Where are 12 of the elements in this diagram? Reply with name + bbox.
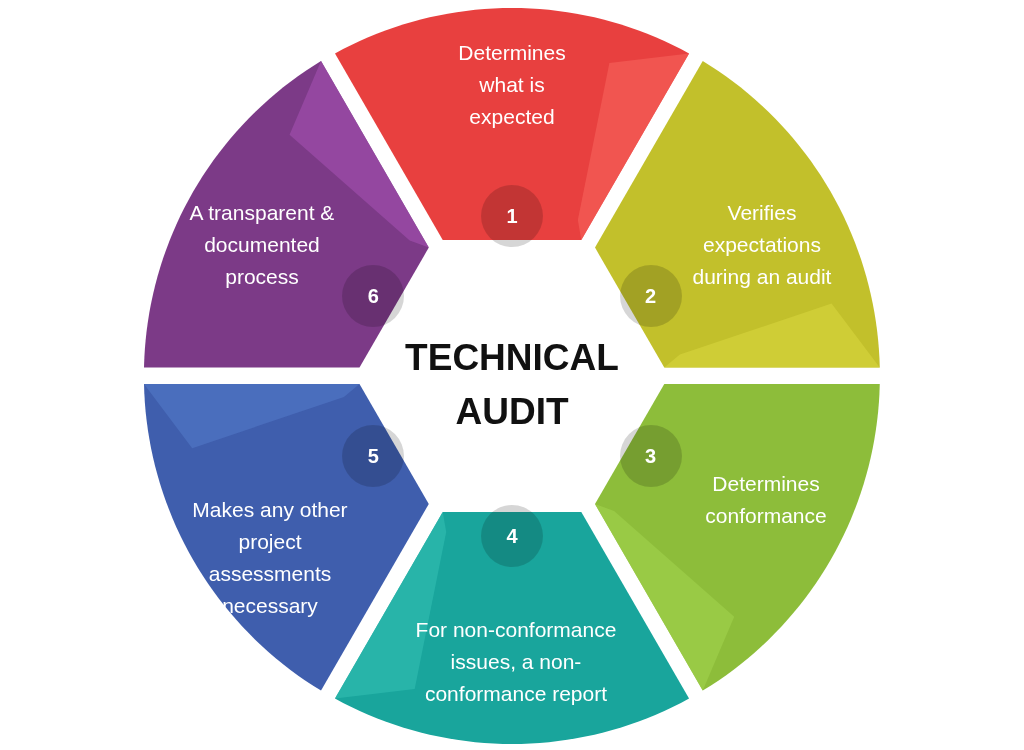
step-number-badge: 6 <box>342 265 405 327</box>
step-number-badge: 2 <box>619 265 682 327</box>
segment-text: Determines what is expected <box>457 40 567 130</box>
step-number-badge: 5 <box>342 425 405 487</box>
segment-text: A transparent & documented process <box>188 200 336 290</box>
step-number-badge: 1 <box>481 185 543 247</box>
segment-text: Verifies expectations during an audit <box>691 200 833 290</box>
segment-text: For non-conformance issues, a non-conformance report <box>414 617 618 707</box>
segment-text: Determines conformance <box>704 471 828 529</box>
step-number-badge: 3 <box>619 425 682 487</box>
center-title: TECHNICAL AUDIT <box>404 336 620 434</box>
step-number-badge: 4 <box>481 505 543 567</box>
